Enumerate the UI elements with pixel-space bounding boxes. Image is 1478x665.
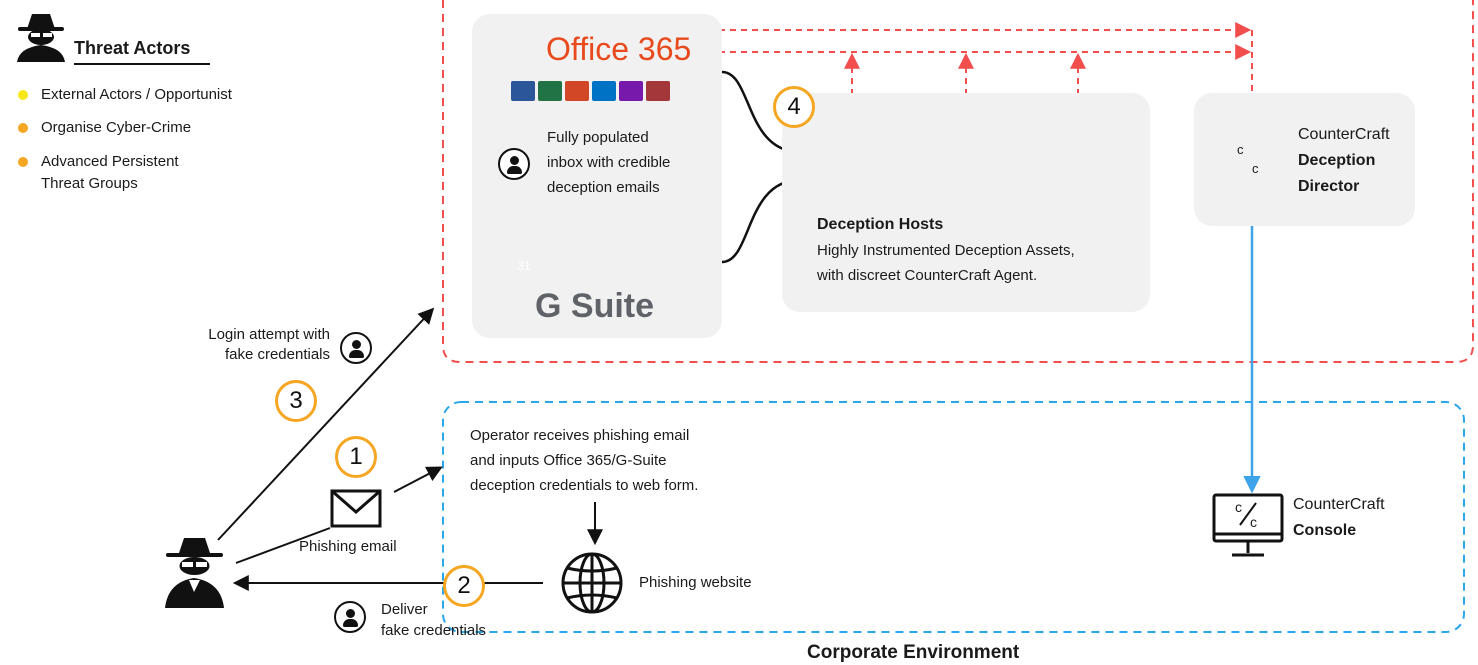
inbox-text-line3: deception emails xyxy=(547,179,660,196)
office-app-icons xyxy=(511,81,670,101)
legend-label-line2: Threat Groups xyxy=(41,175,138,192)
operator-text-line2: and inputs Office 365/G-Suite xyxy=(470,452,667,469)
legend-dot-yellow xyxy=(18,90,28,100)
outlook-icon xyxy=(592,81,616,101)
phishing-email-label: Phishing email xyxy=(299,538,397,555)
deception-director-card xyxy=(1194,93,1415,226)
legend-label: Organise Cyber-Crime xyxy=(41,119,192,136)
deception-environment-boundary xyxy=(442,0,1474,363)
powerpoint-icon xyxy=(565,81,589,101)
gsuite-brand-label: G Suite xyxy=(535,287,655,325)
deliver-text-line2: fake credentials xyxy=(381,622,487,639)
phishing-email-arrow-a xyxy=(235,527,331,564)
login-text-line2: fake credentials xyxy=(224,346,330,363)
director-line2: Deception xyxy=(1298,152,1376,169)
inbox-text-line2: inbox with credible xyxy=(547,154,671,171)
legend-title: Threat Actors xyxy=(74,38,210,65)
threat-actor-icon xyxy=(165,538,224,608)
director-line1: CounterCraft xyxy=(1298,126,1390,143)
login-user-icon xyxy=(340,332,372,364)
director-line3: Director xyxy=(1298,178,1360,195)
operator-text-line3: deception credentials to web form. xyxy=(470,477,699,494)
word-icon xyxy=(511,81,535,101)
calendar-day-label: 31 xyxy=(517,259,531,273)
corporate-environment-boundary xyxy=(442,401,1465,633)
legend-threat-actor-icon xyxy=(17,14,65,62)
console-line1: CounterCraft xyxy=(1293,496,1385,513)
console-line2: Console xyxy=(1293,522,1357,539)
hosts-title: Deception Hosts xyxy=(817,216,944,233)
user-icon xyxy=(498,148,530,180)
step-2-badge: 2 xyxy=(443,565,485,607)
legend-label: External Actors / Opportunist xyxy=(41,86,232,103)
console-cc-c1: c xyxy=(1235,499,1242,515)
legend-dot-orange xyxy=(18,123,28,133)
director-cc-c2: c xyxy=(1252,161,1259,176)
phishing-website-label: Phishing website xyxy=(639,574,752,591)
deception-hosts-card xyxy=(782,93,1150,312)
login-attempt-arrow xyxy=(217,307,435,541)
envelope-icon xyxy=(330,489,382,528)
excel-icon xyxy=(538,81,562,101)
deliver-text-line1: Deliver xyxy=(381,601,428,618)
operator-text-line1: Operator receives phishing email xyxy=(470,427,690,444)
corporate-environment-label: Corporate Environment xyxy=(807,642,1020,663)
globe-icon xyxy=(561,552,623,614)
step-1-badge: 1 xyxy=(335,436,377,478)
access-icon xyxy=(646,81,670,101)
hosts-desc-line2: with discreet CounterCraft Agent. xyxy=(817,267,1038,284)
office-brand-label: Office 365 xyxy=(546,31,692,67)
onenote-icon xyxy=(619,81,643,101)
hosts-desc-line1: Highly Instrumented Deception Assets, xyxy=(817,242,1075,259)
console-cc-c2: c xyxy=(1250,514,1257,530)
legend-label-line1: Advanced Persistent xyxy=(41,153,179,170)
legend-dot-orange xyxy=(18,157,28,167)
deliver-user-icon xyxy=(334,601,366,633)
console-monitor-icon xyxy=(1212,493,1284,557)
director-cc-c1: c xyxy=(1237,142,1244,157)
step-4-badge: 4 xyxy=(773,86,815,128)
inbox-text-line1: Fully populated xyxy=(547,129,649,146)
phishing-email-arrow-b xyxy=(393,466,443,493)
login-text-line1: Login attempt with xyxy=(208,326,330,343)
step-3-badge: 3 xyxy=(275,380,317,422)
